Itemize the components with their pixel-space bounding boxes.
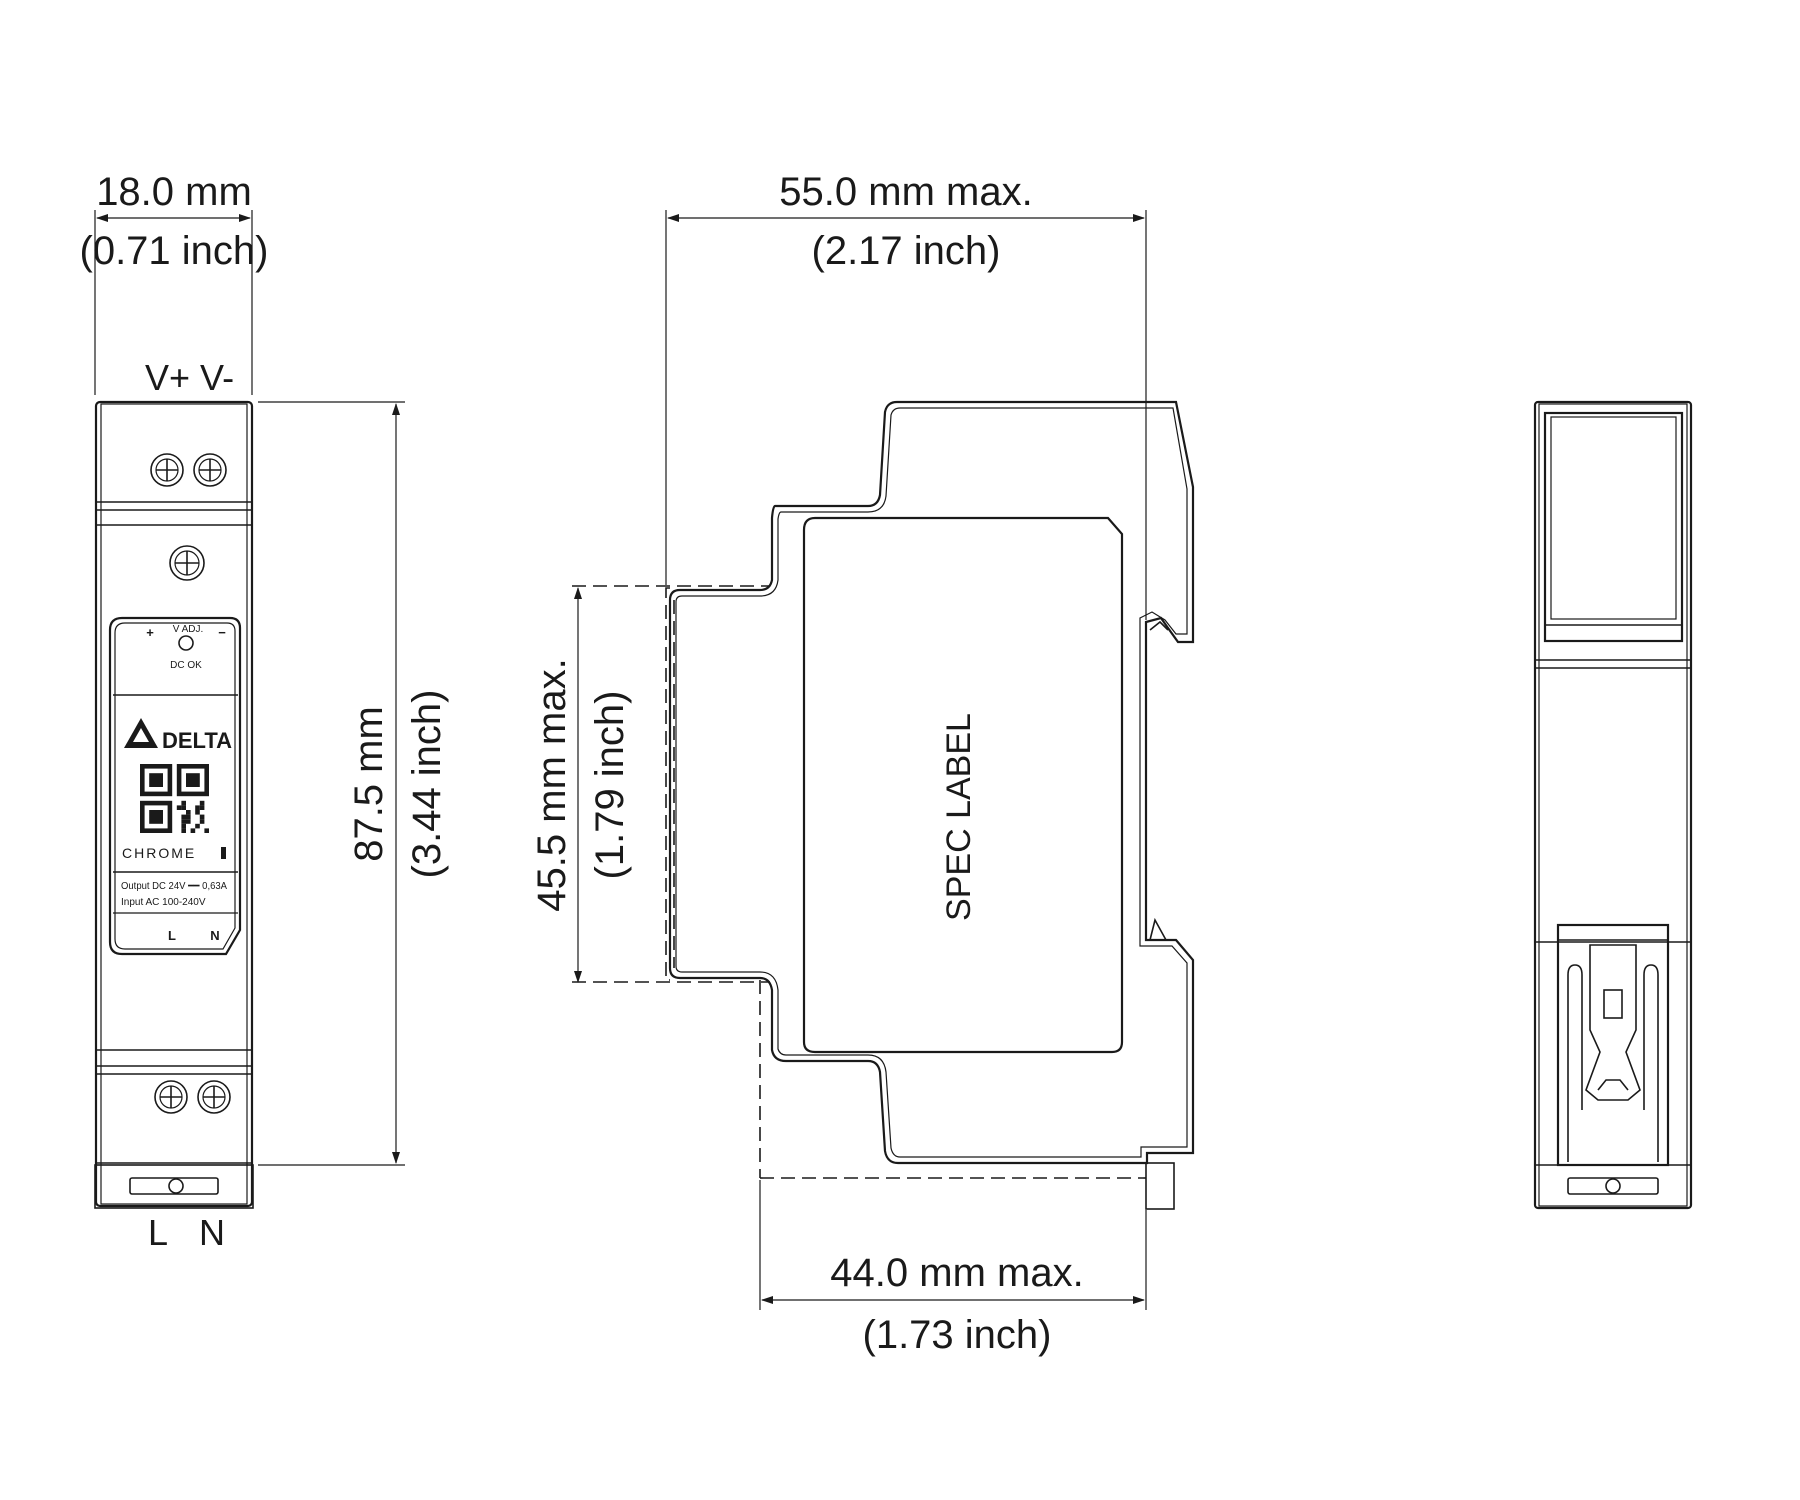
front-height-mm: 87.5 mm	[347, 706, 391, 862]
front-panel-inner	[114, 622, 236, 950]
front-view: 18.0 mm (0.71 inch) V+ V- + − V ADJ. DC	[80, 170, 449, 1253]
front-width-inch: (0.71 inch)	[80, 229, 269, 273]
rear-view	[1533, 400, 1693, 1210]
side-step-mm: 45.5 mm max.	[530, 658, 574, 911]
side-view: 55.0 mm max. (2.17 inch) SPEC LABEL 45.5…	[530, 170, 1195, 1357]
din-latch-tab	[1145, 1162, 1175, 1210]
front-width-mm: 18.0 mm	[96, 170, 252, 214]
panel-label-l: L	[168, 928, 176, 943]
rear-body-outline	[1533, 400, 1693, 1210]
bottom-terminal-n: N	[199, 1212, 225, 1253]
latch-hook	[1597, 1079, 1629, 1091]
plus-sign: +	[146, 625, 154, 640]
qr-code-icon	[140, 764, 209, 833]
latch-spring-right	[1643, 964, 1659, 1162]
latch-window	[1603, 989, 1623, 1019]
side-base-mm: 44.0 mm max.	[830, 1251, 1083, 1295]
side-depth-inch: (2.17 inch)	[812, 229, 1001, 273]
minus-sign: −	[218, 625, 226, 640]
side-depth-mm: 55.0 mm max.	[779, 170, 1032, 214]
din-notch-top	[1149, 620, 1169, 631]
side-base-inch: (1.73 inch)	[863, 1313, 1052, 1357]
side-housing-outline	[668, 400, 1195, 1165]
rear-clip-slot	[1567, 1177, 1659, 1195]
rear-clip-screw-icon	[1605, 1178, 1621, 1194]
front-body-inner	[100, 403, 248, 1205]
delta-logo-icon: DELTA	[124, 718, 232, 753]
spec-label-area	[802, 516, 1124, 1054]
dc-ok-led-icon	[178, 635, 194, 651]
front-panel-outline	[108, 616, 242, 956]
series-name: CHROME	[122, 845, 196, 861]
series-mark	[221, 847, 226, 859]
terminal-screw-icon	[197, 1080, 231, 1114]
terminal-screw-icon	[193, 453, 227, 487]
latch-lever	[1585, 944, 1641, 1101]
input-spec: Input AC 100-240V	[121, 897, 206, 908]
rear-body-inner	[1538, 403, 1688, 1207]
dc-ok-label: DC OK	[170, 660, 202, 671]
bottom-terminal-l: L	[148, 1212, 168, 1253]
adjust-screw-icon	[169, 545, 205, 581]
din-clip	[94, 1164, 254, 1209]
panel-label-n: N	[210, 928, 219, 943]
terminal-screw-icon	[154, 1080, 188, 1114]
din-clip-screw-icon	[168, 1178, 184, 1194]
rail-dashed-outline	[665, 587, 670, 981]
front-height-inch: (3.44 inch)	[405, 690, 449, 879]
latch-spring-left	[1567, 964, 1583, 1162]
front-body-outline	[94, 400, 254, 1208]
din-clip-slot	[129, 1177, 219, 1195]
spec-label-text: SPEC LABEL	[940, 713, 978, 921]
rear-top-window-inner	[1550, 416, 1677, 620]
rear-top-window	[1543, 411, 1684, 643]
v-adj-label: V ADJ.	[173, 624, 204, 635]
brand-name: DELTA	[162, 728, 232, 753]
rear-din-latch	[1556, 923, 1670, 1167]
side-housing-inner	[675, 407, 1188, 1158]
output-spec: Output DC 24V ━━ 0,63A	[121, 881, 227, 892]
terminal-screw-icon	[150, 453, 184, 487]
side-step-inch: (1.79 inch)	[588, 691, 632, 880]
din-notch-bottom	[1149, 917, 1167, 941]
top-terminal-label: V+ V-	[145, 357, 234, 398]
